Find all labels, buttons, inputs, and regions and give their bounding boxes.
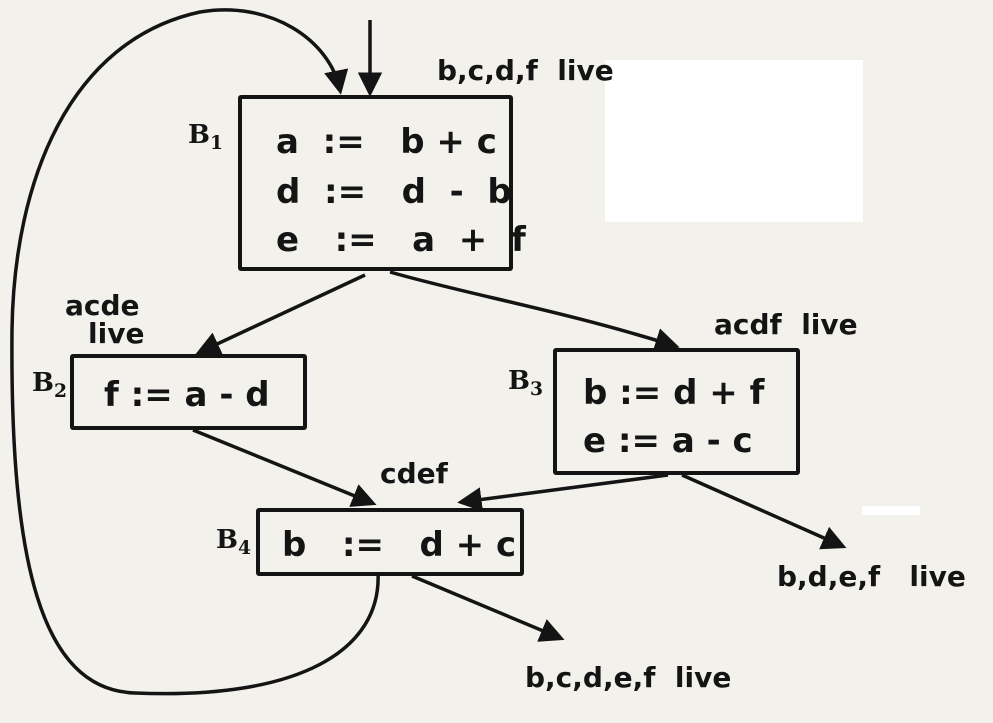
edge-b1-b3 [389,270,680,352]
white-patch-small [862,506,920,515]
loop-back-edge [10,8,380,696]
block-b4: b := d + c [256,508,524,576]
b2-stmt-1: f := a - d [104,375,270,415]
b1-stmt-1: a := b + c [276,122,497,162]
edge-b2-b4 [192,428,377,507]
b1-stmt-2: d := d - b [276,172,512,212]
edge-b4-exit [411,574,565,642]
block-b2: f := a - d [70,354,307,430]
b4-stmt-1: b := d + c [282,525,517,565]
b3-stmt-1: b := d + f [583,373,765,413]
edge-b3-b4 [457,473,669,512]
edge-b1-b2 [195,273,366,355]
b3-live-out: b,d,e,f live [777,560,966,593]
block-b3-label: B3 [508,366,543,401]
b4-live-in: cdef [380,457,448,490]
b3-stmt-2: e := a - c [583,421,753,461]
block-b1: a := b + c d := d - b e := a + f [238,95,526,271]
block-b4-label: B4 [216,525,251,560]
edge-b3-exit [681,473,847,550]
block-b1-label: B1 [188,120,223,155]
block-b3: b := d + f e := a - c [553,348,800,475]
b4-live-out: b,c,d,e,f live [525,661,732,694]
b2-live-in-line1: acde [65,289,140,322]
block-b2-label: B2 [32,368,67,403]
b1-live-in: b,c,d,f live [437,54,614,87]
b1-stmt-3: e := a + f [276,220,526,260]
b2-live-in-line2: live [88,317,145,350]
white-patch [605,60,863,222]
b3-live-in: acdf live [714,308,858,341]
